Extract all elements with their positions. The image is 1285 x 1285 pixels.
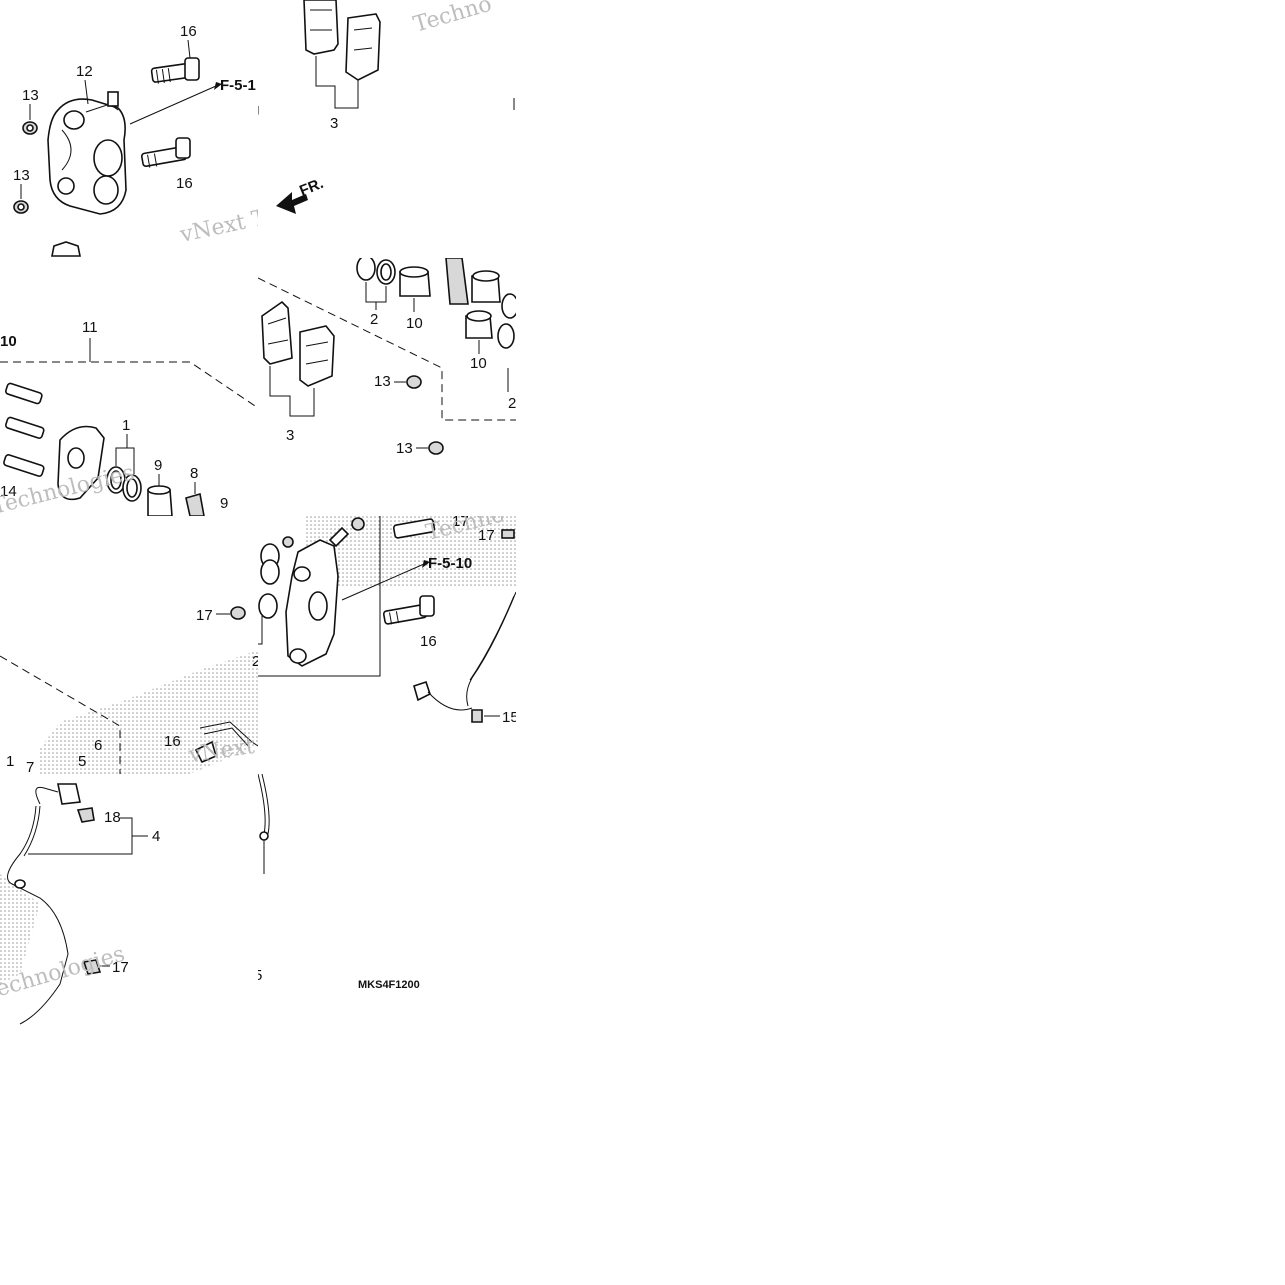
callout-11: 11: [82, 319, 98, 336]
drawing-code: MKS4F1200: [358, 979, 420, 991]
ref-10-left: 10: [0, 333, 17, 350]
callout-17-lowright-a: 17: [452, 516, 469, 530]
callout-10-b: 10: [470, 355, 487, 372]
pad-spring-8: [185, 492, 205, 516]
clip-17-bottom: [82, 959, 102, 975]
brake-pad-3-right: [345, 13, 381, 81]
caliper-body-right: [285, 539, 339, 667]
bolt-16-right: [382, 595, 435, 625]
callout-5-bottom: 5: [258, 967, 262, 984]
brake-pad-3-mid-left: [261, 300, 293, 365]
callout-17-low: 17: [196, 607, 213, 624]
caliper-assembly-drawing: 16 F-5-1 12: [13, 23, 258, 257]
piston-seals-1: [106, 466, 142, 502]
diagram-tile-bottom-left: 18 4 17 Technologies: [0, 774, 258, 1032]
diagram-tile-mid-right: 2 10 10 3 13: [258, 258, 516, 516]
pad-spring-upper: [445, 258, 469, 305]
diagram-tile-low-right: 17 17 F-5-10 16 15 Techno: [258, 516, 516, 774]
brake-pad-3-left: [303, 0, 339, 55]
callout-2-upper: 2: [370, 311, 378, 328]
callout-17-lowright-b: 17: [478, 527, 495, 544]
fr-label: FR.: [297, 175, 326, 200]
callout-7: 7: [26, 759, 34, 774]
clamp-16: [194, 740, 217, 764]
callout-13-mid-b: 13: [396, 440, 413, 457]
caliper-body-12: [47, 91, 127, 215]
callout-6: 6: [94, 737, 102, 754]
diagram-tile-bottom-right: 5 MKS4F1200: [258, 774, 516, 1032]
seal-13-mid-b: [428, 441, 444, 455]
callout-18: 18: [104, 809, 121, 826]
callout-9-a: 9: [154, 457, 162, 474]
callout-15: 15: [502, 709, 516, 726]
brake-pad-3-mid-right: [299, 325, 335, 387]
hose-and-sensor-drawing: 17 6 5 1 7 16 2 vNext Technologies: [0, 606, 258, 774]
callout-13-upper: 13: [22, 87, 39, 104]
sensor-connector: [57, 783, 81, 805]
ref-f-5-10: F-5-10: [428, 555, 472, 572]
callout-5: 5: [78, 753, 86, 770]
caliper-pistons-drawing: 11 10 1 9: [0, 319, 258, 516]
bolt-16-lower: [140, 137, 191, 168]
watermark-tile2: Techno: [411, 0, 495, 38]
diagram-tile-top-left: 16 F-5-1 12: [0, 0, 258, 258]
callout-13-mid-a: 13: [374, 373, 391, 390]
callout-2-edge: 2: [508, 395, 516, 412]
callout-4: 4: [152, 828, 160, 845]
callout-16-lowright: 16: [420, 633, 437, 650]
callout-9-b: 9: [220, 495, 228, 512]
callout-3-mid: 3: [286, 427, 294, 444]
bolt-set-left: [3, 382, 45, 477]
callout-8: 8: [190, 465, 198, 482]
callout-16-lower: 16: [176, 175, 193, 192]
harness-continuation-drawing: 5 MKS4F1200: [258, 774, 420, 991]
callout-13-lower: 13: [13, 167, 30, 184]
ref-f-5-1: F-5-1: [220, 77, 256, 94]
callout-10-a: 10: [406, 315, 423, 332]
speed-sensor-15: [413, 680, 431, 702]
front-direction-arrow: FR.: [276, 175, 326, 214]
callout-14-mid: 14: [0, 483, 17, 500]
right-caliper-drawing: 17 17 F-5-10 16 15 Techno: [258, 516, 516, 726]
diagram-tile-top-right: 3 14 14 FR. Techno: [258, 0, 516, 258]
pads-and-pistons-drawing: 2 10 10 3 13: [258, 258, 516, 457]
clip-18: [76, 807, 95, 823]
callout-1-mid: 1: [122, 417, 130, 434]
callout-3-top: 3: [330, 115, 338, 132]
callout-16-top: 16: [180, 23, 197, 40]
bolt-16-top: [150, 57, 200, 84]
callout-12: 12: [76, 63, 93, 80]
seal-13-mid-a: [406, 375, 422, 389]
wheel-sensor-harness-drawing: 18 4 17 Technologies: [0, 783, 160, 1025]
callout-17-bottom: 17: [112, 959, 129, 976]
callout-16-low: 16: [164, 733, 181, 750]
bleeder-cap-17: [230, 606, 246, 620]
diagram-tile-low-left: 17 6 5 1 7 16 2 vNext Technologies: [0, 516, 258, 774]
callout-1-low: 1: [6, 753, 14, 770]
diagram-tile-mid-left: 11 10 1 9: [0, 258, 258, 516]
callout-2-low: 2: [252, 653, 258, 670]
brake-pad-drawing: 3 14 14 FR. Techno: [258, 0, 515, 214]
